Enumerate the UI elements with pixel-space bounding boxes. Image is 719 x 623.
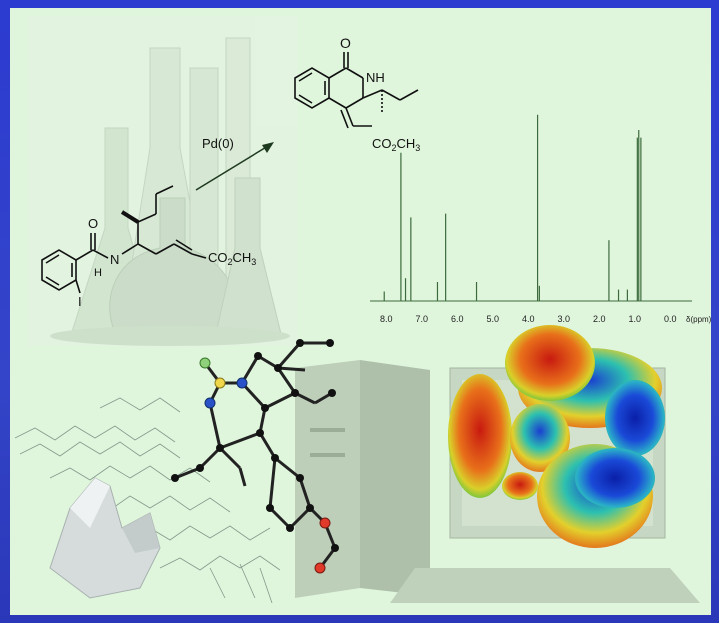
- graphical-abstract-panel: O NH CO2CH3 Pd(0) O N H I CO2CH3: [10, 8, 711, 615]
- nmr-spectrum: 8.0 7.0 6.0 5.0 4.0 3.0 2.0 1.0 0.0 δ(ppm): [370, 114, 711, 324]
- product-ester-label: CO2CH3: [372, 136, 420, 153]
- reactant-structure: [41, 185, 207, 294]
- nmr-tick-label: 7.0: [416, 314, 429, 324]
- nmr-tick-label: 2.0: [593, 314, 606, 324]
- nmr-axis-ticks: 8.0 7.0 6.0 5.0 4.0 3.0 2.0 1.0 0.0: [380, 314, 677, 324]
- nmr-tick-label: 3.0: [558, 314, 571, 324]
- quartz-crystal: [49, 477, 161, 599]
- nmr-tick-label: 4.0: [522, 314, 535, 324]
- reactant-ester-label: CO2CH3: [208, 250, 256, 267]
- reactant-carbonyl-oxygen: O: [88, 216, 98, 231]
- nmr-tick-label: 8.0: [380, 314, 393, 324]
- product-structure: [294, 52, 419, 129]
- reactant-amide-h: H: [94, 267, 102, 279]
- glassware-background: [28, 16, 298, 346]
- nmr-tick-label: 5.0: [487, 314, 500, 324]
- catalyst-label: Pd(0): [202, 136, 234, 151]
- product-carbonyl-oxygen: O: [340, 35, 351, 51]
- molecule-atoms: [171, 339, 339, 574]
- abstract-canvas: O NH CO2CH3 Pd(0) O N H I CO2CH3: [14, 16, 711, 604]
- nmr-tick-label: 1.0: [629, 314, 642, 324]
- electrostatic-potential-surface: [448, 325, 665, 548]
- reactant-iodo-label: I: [78, 294, 82, 309]
- reaction-arrow: [195, 142, 274, 191]
- nmr-peaks: [383, 114, 642, 301]
- nmr-tick-label: 0.0: [664, 314, 677, 324]
- product-nh-label: NH: [366, 70, 385, 85]
- nmr-axis-unit: δ(ppm): [686, 315, 711, 324]
- reactant-amide-n: N: [110, 252, 119, 267]
- nmr-tick-label: 6.0: [451, 314, 464, 324]
